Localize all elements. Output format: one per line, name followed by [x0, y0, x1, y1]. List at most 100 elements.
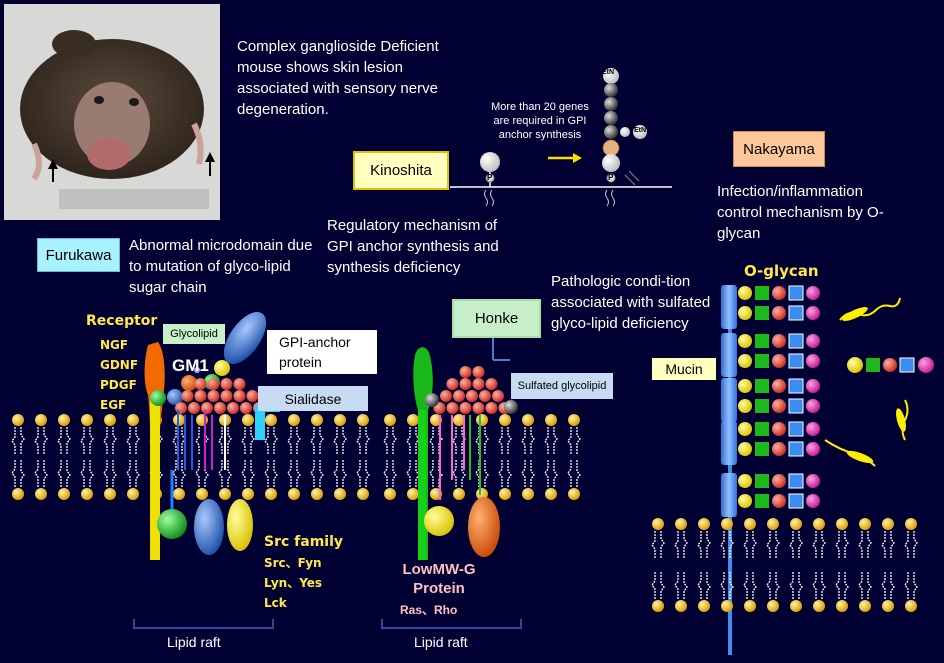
lipid-head [219, 488, 231, 500]
o-glycan-label: O-glycan [744, 262, 819, 280]
lipid-tail [651, 571, 665, 599]
mucin-o-glycans [721, 285, 820, 517]
lipid-head [357, 488, 369, 500]
sugar-residue [466, 390, 478, 402]
lipid-tail [812, 571, 826, 599]
lipid-head [767, 518, 779, 530]
lipid-tail [34, 427, 48, 455]
sugar-glcnac [755, 334, 769, 348]
sulfated-glycolipid-cluster [425, 366, 518, 414]
src-member: Lyn、Yes [264, 576, 323, 590]
lipid-head [35, 488, 47, 500]
lipid-head [12, 488, 24, 500]
raft-tick [133, 619, 135, 629]
lipid-tail [544, 459, 558, 487]
sugar-residue [227, 402, 239, 414]
src-member: Lck [264, 596, 287, 610]
sulfate-group [504, 400, 518, 414]
lipid-head [859, 600, 871, 612]
lipid-tail [126, 427, 140, 455]
sugar-residue [233, 390, 246, 402]
lipid-tail [287, 459, 301, 487]
sugar-residue [207, 390, 220, 402]
sugar-sia [806, 422, 820, 436]
lipid-tail [835, 531, 849, 559]
lipid-tail [812, 531, 826, 559]
sugar-gal [738, 306, 752, 320]
lipid-head [568, 414, 580, 426]
lipid-tail [218, 459, 232, 487]
lipid-head [675, 518, 687, 530]
receptor-item: PDGF [100, 378, 137, 392]
lipid-head [357, 414, 369, 426]
lipid-tail [674, 531, 688, 559]
receptor-label: Receptor [86, 313, 158, 329]
lipid-head [476, 414, 488, 426]
lipid-tail [697, 531, 711, 559]
sugar-gal [738, 286, 752, 300]
sugar-residue [220, 378, 233, 390]
sugar-galnac [788, 441, 804, 457]
lipid-tail [858, 531, 872, 559]
sugar-galnac [788, 353, 804, 369]
raft-tick [520, 619, 522, 629]
lipid-head [242, 414, 254, 426]
mucin-label: Mucin [652, 358, 716, 380]
lipid-tail [310, 427, 324, 455]
sugar-gal [738, 494, 752, 508]
lipid-head [721, 518, 733, 530]
sugar-sia [806, 442, 820, 456]
lipid-head [568, 488, 580, 500]
sugar-sia [806, 354, 820, 368]
sialidase-arrow [255, 405, 280, 440]
lipid-head [196, 414, 208, 426]
sugar-glcnac [755, 494, 769, 508]
sugar-galnac [788, 493, 804, 509]
lipid-head [407, 488, 419, 500]
receptor-item: EGF [100, 398, 127, 412]
lipid-head [767, 600, 779, 612]
sugar-residue [181, 390, 194, 402]
mucin-core [721, 473, 737, 517]
sugar-glcnac [755, 379, 769, 393]
lipid-head [652, 518, 664, 530]
lipid-head [698, 600, 710, 612]
sugar-sia [806, 286, 820, 300]
lipid-head [652, 600, 664, 612]
lipid-head [721, 600, 733, 612]
sugar-glcnac [755, 354, 769, 368]
src-member: Src、Fyn [264, 556, 322, 570]
lipid-head [453, 414, 465, 426]
sugar-residue [188, 402, 200, 414]
lipid-head [81, 414, 93, 426]
lipid-head [104, 414, 116, 426]
sugar-galnac [788, 421, 804, 437]
lipid-head [58, 488, 70, 500]
sugar-residue [175, 402, 187, 414]
lipid-tail [103, 427, 117, 455]
lipid-tail [835, 571, 849, 599]
lipid-tail [544, 427, 558, 455]
lowmw-g-line1: LowMW-G [402, 561, 476, 578]
lipid-tail [383, 459, 397, 487]
sugar-fuc [772, 474, 786, 488]
lipid-raft-right-bracket [381, 627, 522, 629]
sugar-residue [453, 390, 465, 402]
sugar-residue [233, 378, 246, 390]
lipid-tail [498, 427, 512, 455]
sugar-glcnac [755, 474, 769, 488]
lipid-tail [80, 427, 94, 455]
lipid-tail [567, 427, 581, 455]
lipid-raft-right-label: Lipid raft [414, 634, 468, 650]
sugar-fuc [772, 334, 786, 348]
lipid-head [790, 518, 802, 530]
lipid-head [104, 488, 116, 500]
p-label-left: P [487, 173, 493, 182]
sugar-fuc [772, 306, 786, 320]
lipid-head [813, 600, 825, 612]
lipid-head [836, 600, 848, 612]
lipid-tail [858, 571, 872, 599]
gm1-label: GM1 [172, 356, 209, 375]
lipid-tail [406, 459, 420, 487]
lipid-tail [904, 571, 918, 599]
